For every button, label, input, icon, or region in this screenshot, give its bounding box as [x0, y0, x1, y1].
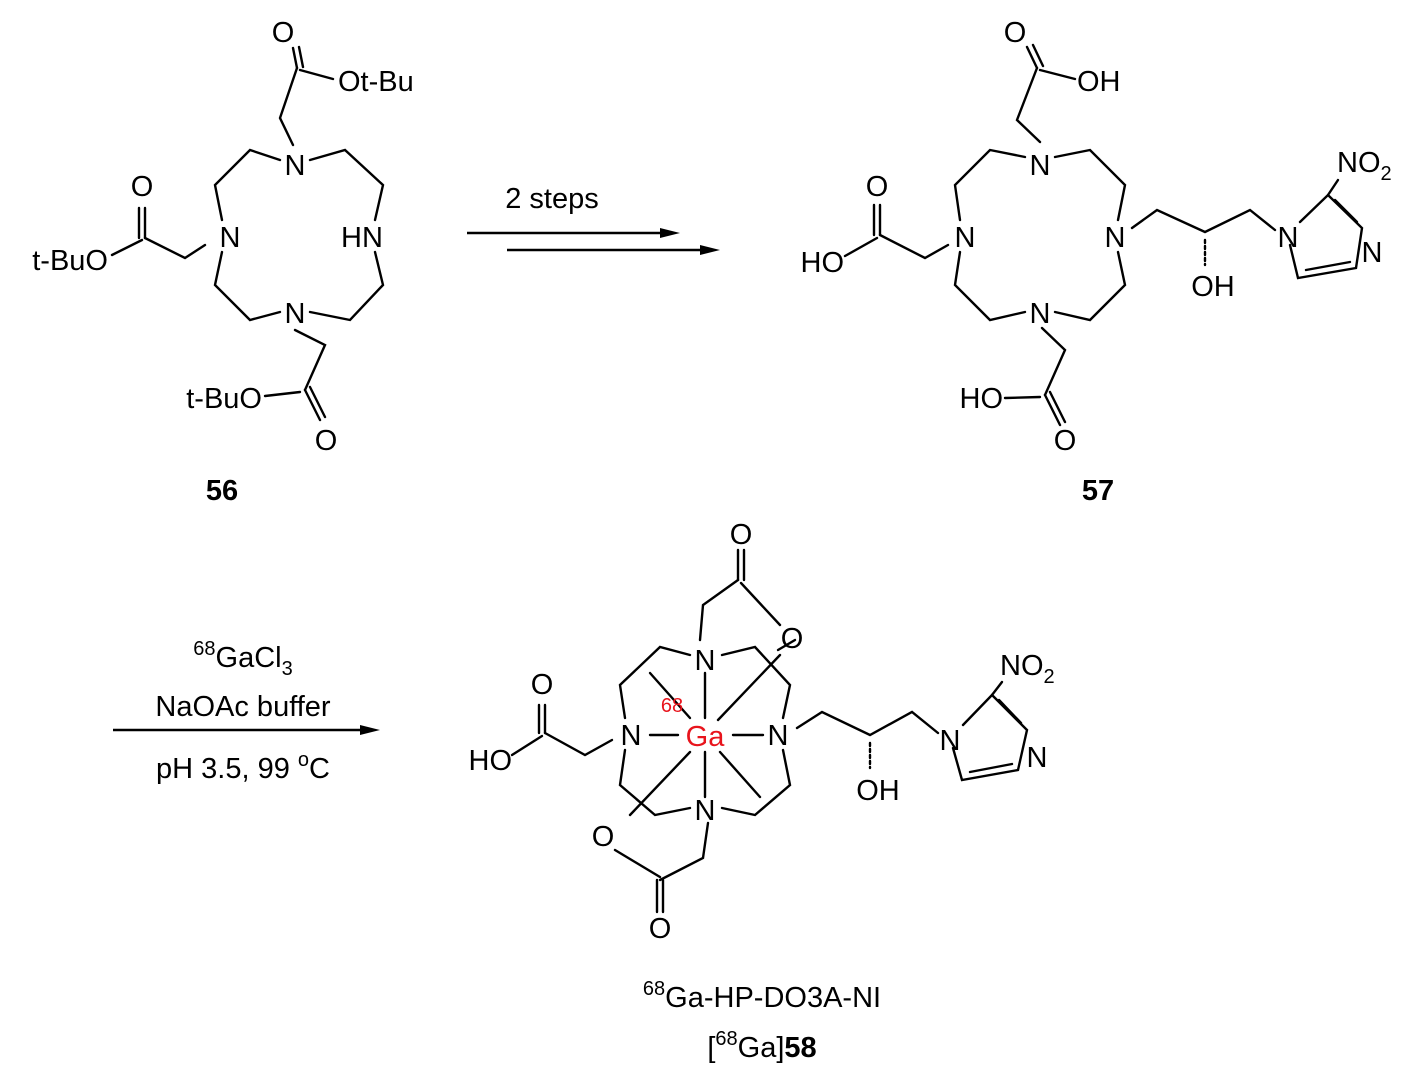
step2-buffer: NaOAc buffer	[155, 691, 331, 723]
c58-n-right: N	[768, 720, 789, 752]
c58-ga-isotope: 68	[661, 695, 683, 717]
step2-reagent: 68GaCl3	[193, 638, 292, 680]
c58-ga-center: Ga	[686, 721, 726, 753]
c57-nitro: NO2	[1337, 147, 1392, 185]
c56-o-bottom: O	[315, 425, 338, 457]
c58-n-top: N	[695, 645, 716, 677]
c58-o-bottom-carbonyl: O	[649, 913, 672, 945]
c58-n-bottom: N	[695, 795, 716, 827]
c57-n-bottom: N	[1030, 298, 1051, 330]
c57-oh-top: OH	[1077, 66, 1121, 98]
c57-o-left: O	[866, 171, 889, 203]
c58-o-acid: O	[531, 669, 554, 701]
c56-n-bottom: N	[285, 298, 306, 330]
c58-n-imidazole-3: N	[1027, 742, 1048, 774]
c57-o-bottom: O	[1054, 425, 1077, 457]
compound-58-name: 68Ga-HP-DO3A-NI	[643, 978, 881, 1014]
c58-ho-acid: HO	[469, 745, 513, 777]
reaction-arrow-2	[113, 725, 380, 735]
compound-56-structure: N N HN N O Ot-Bu O t-BuO t-BuO O	[32, 17, 414, 457]
c56-otbu: Ot-Bu	[338, 66, 414, 98]
c58-n-left: N	[621, 720, 642, 752]
c56-n-top: N	[285, 150, 306, 182]
c56-o-top: O	[272, 17, 295, 49]
c56-hn-right: HN	[341, 222, 383, 254]
c58-n-imidazole-1: N	[940, 725, 961, 757]
c56-n-left: N	[220, 222, 241, 254]
c58-o-top-carbonyl: O	[730, 519, 753, 551]
c57-oh-side: OH	[1191, 271, 1235, 303]
step2-conditions: pH 3.5, 99 oC	[156, 749, 330, 785]
c57-ho-left: HO	[801, 247, 845, 279]
c57-ho-bottom: HO	[960, 383, 1004, 415]
c57-n-imidazole-3: N	[1362, 237, 1383, 269]
c58-nitro: NO2	[1000, 650, 1055, 688]
c58-o-bottom-ester: O	[592, 821, 615, 853]
c57-n-imidazole-1: N	[1278, 222, 1299, 254]
reaction-arrow-1	[467, 228, 720, 255]
compound-57-label: 57	[1082, 475, 1114, 507]
c57-o-top: O	[1004, 17, 1027, 49]
compound-56-label: 56	[206, 475, 238, 507]
c56-o-left: O	[131, 171, 154, 203]
c57-n-top: N	[1030, 150, 1051, 182]
c58-o-top-ester: O	[781, 623, 804, 655]
compound-58-label: [68Ga]58	[707, 1028, 816, 1064]
c57-n-right: N	[1105, 222, 1126, 254]
compound-58-structure: N N N N 68 Ga O O O O O HO OH N N NO2	[469, 519, 1055, 945]
step1-label: 2 steps	[505, 183, 599, 215]
compound-57-structure: N N N N O OH O HO HO O OH N N NO2	[801, 17, 1392, 457]
c58-oh-side: OH	[856, 775, 900, 807]
c57-n-left: N	[955, 222, 976, 254]
c56-tbuo-left: t-BuO	[32, 245, 108, 277]
c56-tbuo-bottom: t-BuO	[186, 383, 262, 415]
